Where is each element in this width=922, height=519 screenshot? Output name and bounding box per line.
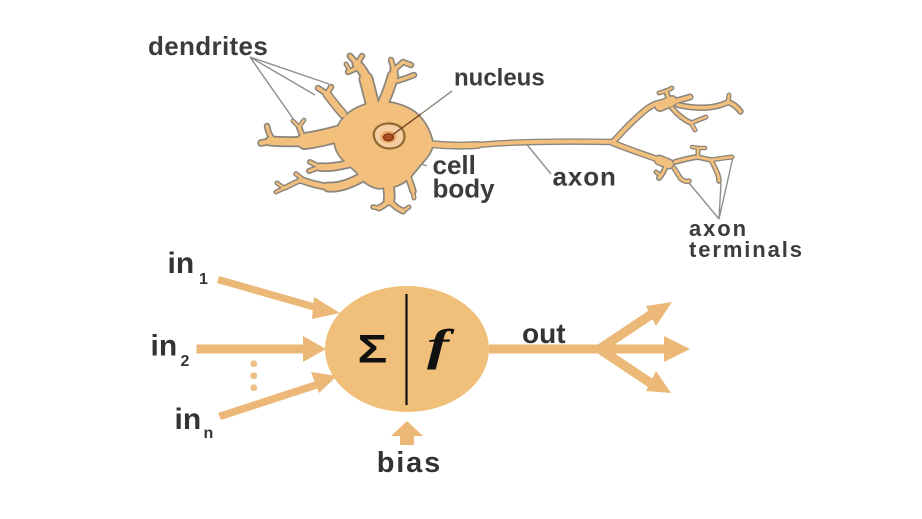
svg-text:in: in — [168, 247, 195, 280]
svg-text:axon: axon — [553, 162, 617, 192]
svg-text:axon: axon — [689, 216, 748, 241]
svg-text:2: 2 — [181, 353, 190, 370]
svg-text:Σ: Σ — [358, 326, 388, 371]
svg-text:dendrites: dendrites — [148, 31, 268, 61]
svg-text:in: in — [175, 403, 202, 436]
svg-text:cell: cell — [433, 150, 476, 180]
svg-text:terminals: terminals — [689, 237, 804, 262]
svg-text:body: body — [433, 174, 496, 204]
svg-text:nucleus: nucleus — [454, 65, 545, 92]
svg-text:in: in — [151, 330, 178, 363]
svg-text:out: out — [522, 318, 566, 349]
svg-text:1: 1 — [199, 271, 208, 288]
svg-text:n: n — [204, 425, 214, 442]
svg-text:bias: bias — [377, 447, 442, 479]
